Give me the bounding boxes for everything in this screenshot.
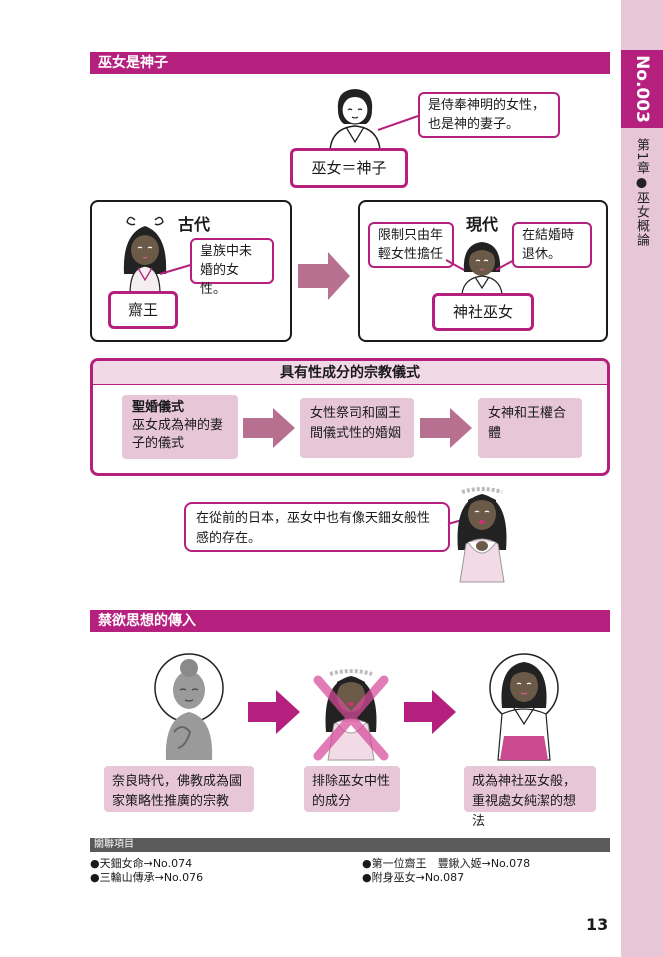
related-link[interactable]: ●附身巫女→No.087 (362, 871, 465, 884)
related-link[interactable]: ●三輪山傳承→No.076 (90, 871, 204, 884)
speech-pointer-icon (377, 115, 419, 131)
related-link[interactable]: ●天鈿女命→No.074 (90, 857, 193, 870)
rite-step2-box: 女性祭司和國王間儀式性的婚姻 (300, 398, 414, 458)
related-link[interactable]: ●第一位齋王 豐鍬入姬→No.078 (362, 857, 531, 870)
rite-step1-box: 聖婚儀式 巫女成為神的妻子的儀式 (122, 395, 238, 459)
modern-title: 現代 (466, 215, 499, 234)
saio-figure-icon (123, 216, 167, 295)
uzume-note-bubble: 在從前的日本，巫女中也有像天鈿女般性感的存在。 (184, 502, 450, 552)
equation-box: 巫女＝神子 (290, 148, 408, 188)
section-title-abstinence: 禁欲思想的傳入 (90, 610, 610, 632)
buddha-figure-icon (154, 653, 224, 760)
shrine-maiden-figure-icon (461, 242, 503, 295)
ancient-title: 古代 (178, 215, 211, 234)
arrow-right-icon (404, 690, 456, 734)
caption-buddhism: 奈良時代，佛教成為國家策略性推廣的宗教 (104, 766, 254, 812)
arrow-right-icon (298, 252, 350, 300)
top-speech-bubble: 是侍奉神明的女性，也是神的妻子。 (418, 92, 560, 138)
crossed-out-miko-icon (313, 669, 389, 761)
modern-speech-bubble-left: 限制只由年輕女性擔任 (368, 222, 454, 268)
modern-speech-bubble-right: 在結婚時退休。 (512, 222, 592, 268)
caption-purity: 成為神社巫女般，重視處女純潔的想法 (464, 766, 596, 829)
arrow-right-icon (420, 408, 472, 448)
side-tab (621, 0, 663, 957)
saio-label: 齋王 (108, 291, 178, 329)
arrow-right-icon (243, 408, 295, 448)
shrine-maiden-label: 神社巫女 (432, 293, 534, 331)
chapter-number-tab: No.003 (621, 50, 663, 128)
caption-exclusion: 排除巫女中性的成分 (304, 766, 400, 812)
rite-step1-text: 巫女成為神的妻子的儀式 (132, 418, 224, 451)
miko-figure-icon (329, 89, 381, 151)
related-items-header: 關聯項目 (90, 838, 610, 852)
chapter-title: 第1章●巫女概論 (634, 138, 649, 248)
ancient-speech-bubble: 皇族中未婚的女性。 (190, 238, 274, 297)
pure-shrine-maiden-icon (489, 653, 559, 761)
page-number: 13 (586, 915, 609, 934)
speech-pointer-icon (495, 259, 515, 271)
section-title-miko: 巫女是神子 (90, 52, 610, 74)
arrow-right-icon (248, 690, 300, 734)
rite-step1-title: 聖婚儀式 (132, 400, 185, 415)
speech-pointer-icon (445, 259, 465, 271)
rites-title: 具有性成分的宗教儀式 (93, 361, 607, 385)
item-number: No.003 (632, 55, 652, 123)
uzume-figure-icon (457, 487, 507, 583)
rite-step3-box: 女神和王權合體 (478, 398, 582, 458)
